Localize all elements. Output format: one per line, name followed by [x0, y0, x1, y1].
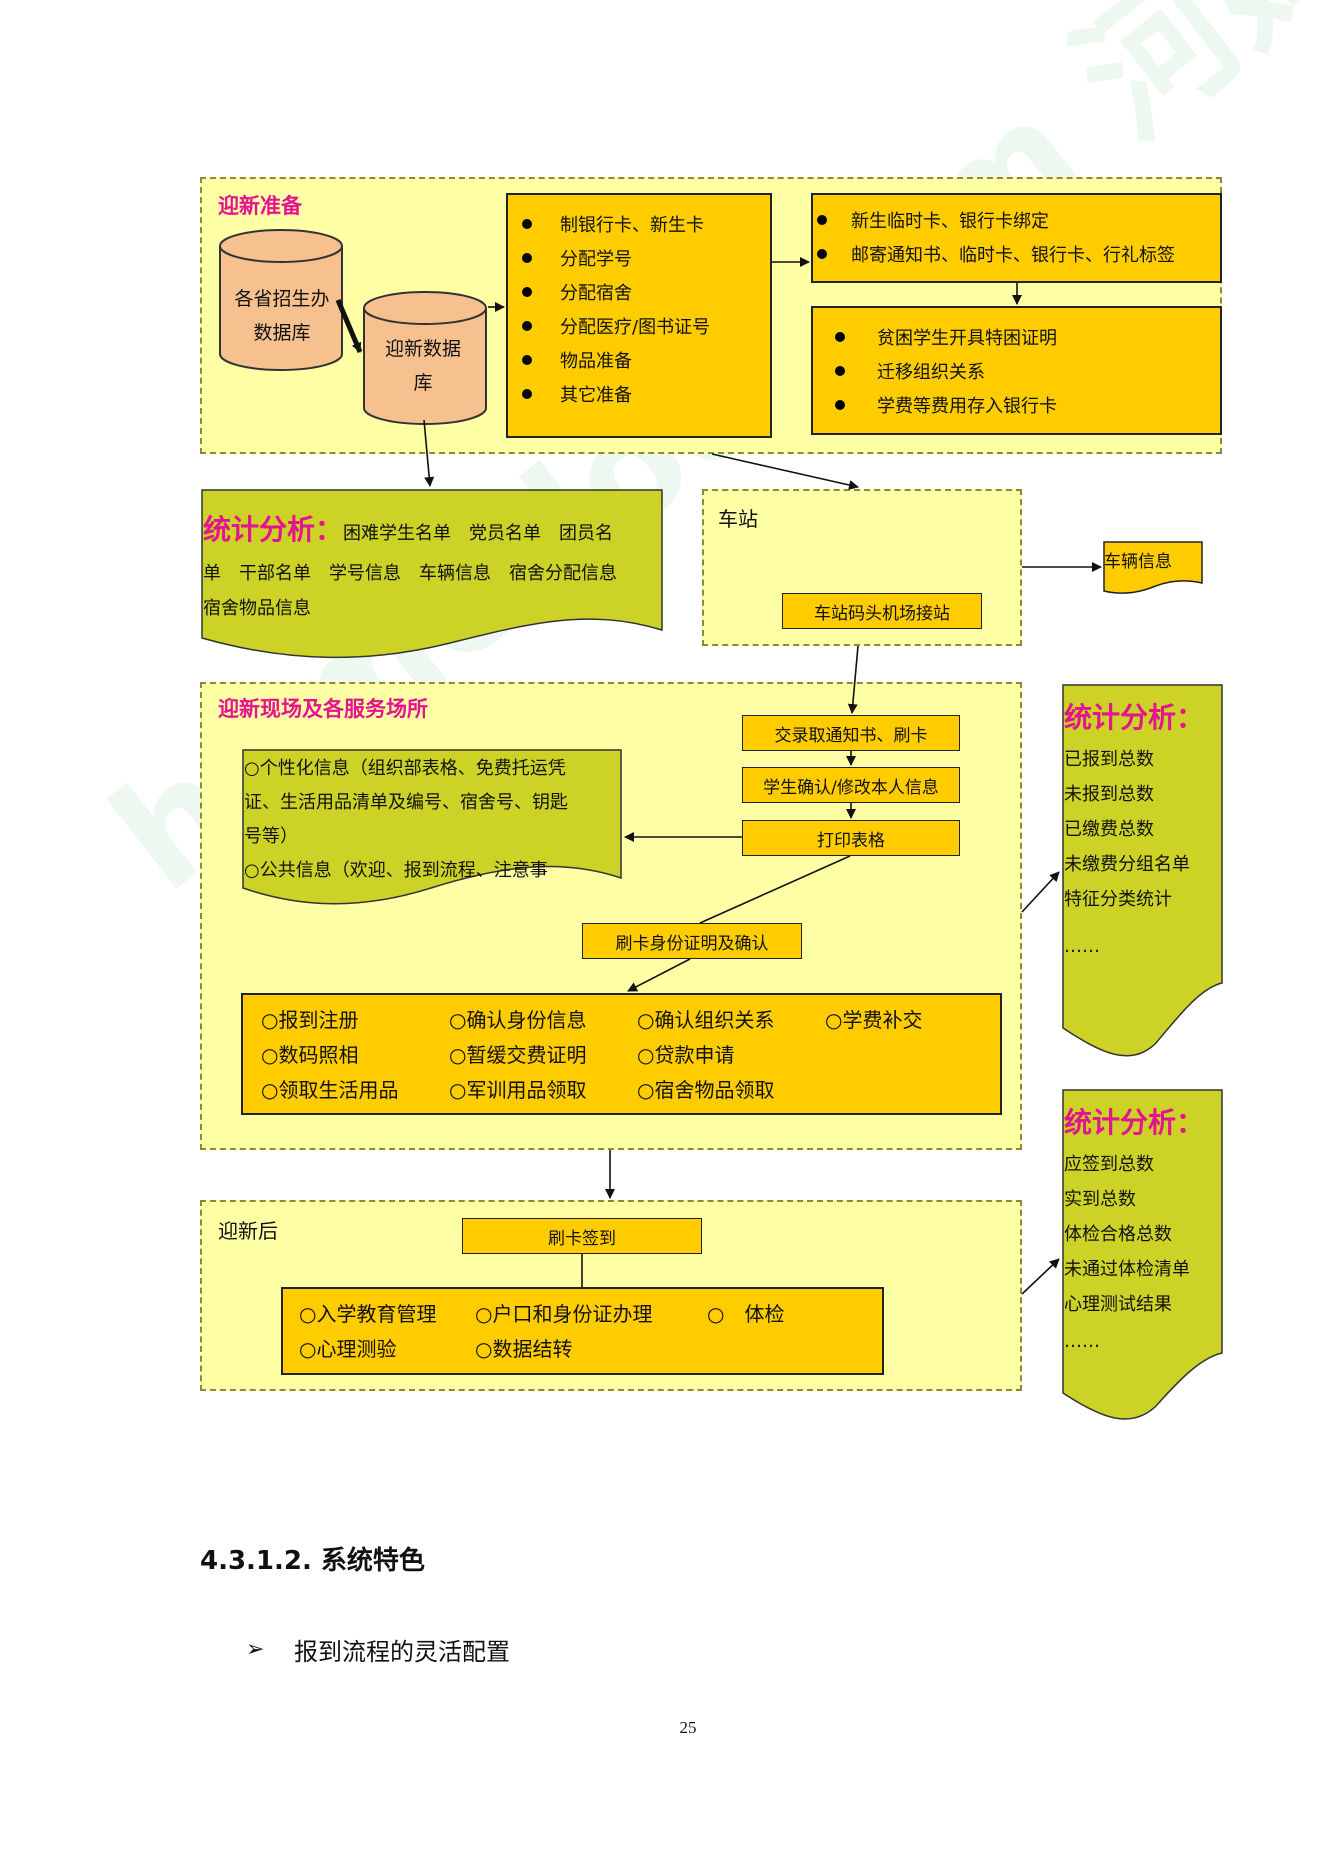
step-confirm-info: 学生确认/修改本人信息 — [742, 767, 960, 803]
prep-docs-box: 贫困学生开具特困证明 迁移组织关系 学费等费用存入银行卡 — [811, 306, 1222, 435]
stats2-item: 未缴费分组名单 — [1064, 854, 1190, 875]
doc-item: 贫困学生开具特困证明 — [813, 320, 1220, 354]
stats3-text: 统计分析： 应签到总数 实到总数 体检合格总数 未通过体检清单 心理测试结果 …… — [1064, 1101, 1204, 1359]
bullet-icon — [522, 355, 532, 365]
stats2-item: 特征分类统计 — [1064, 889, 1172, 910]
stats3-head: 统计分析： — [1064, 1106, 1205, 1139]
task-item: 分配医疗/图书证号 — [508, 309, 770, 343]
after-item — [707, 1332, 857, 1367]
id-confirm-box: 刷卡身份证明及确认 — [582, 923, 802, 959]
after-item: ○入学教育管理 — [299, 1302, 437, 1326]
bullet-icon — [522, 389, 532, 399]
bullet-icon — [522, 287, 532, 297]
doc-item: 迁移组织关系 — [813, 354, 1220, 388]
stats1-shape — [201, 489, 663, 659]
db1-label: 各省招生办数据库 — [234, 288, 330, 344]
section-heading: 4.3.1.2. 系统特色 — [200, 1546, 425, 1576]
checkin-box: 刷卡签到 — [462, 1218, 702, 1254]
stats1-line: 宿舍物品信息 — [203, 598, 311, 619]
task-item: 分配学号 — [508, 241, 770, 275]
stats3-item: 应签到总数 — [1064, 1154, 1154, 1175]
db1-cylinder — [219, 229, 343, 371]
stats1-head: 统计分析： — [203, 513, 344, 546]
step-notice-card: 交录取通知书、刷卡 — [742, 715, 960, 751]
db2-label: 迎新数据库 — [384, 338, 461, 394]
arrow-bullet-icon: ➢ — [246, 1637, 265, 1662]
arrow-onsite-stats2 — [1021, 871, 1060, 913]
info-text: ○个性化信息（组织部表格、免费托运凭 证、生活用品清单及编号、宿舍号、钥匙 号等… — [244, 752, 624, 888]
stats2-head: 统计分析： — [1064, 701, 1205, 734]
service-item — [825, 1038, 975, 1073]
service-item: ○宿舍物品领取 — [637, 1078, 775, 1102]
bullet-icon — [817, 215, 827, 225]
stats3-item: 心理测试结果 — [1064, 1294, 1172, 1315]
service-item: ○确认身份信息 — [449, 1008, 587, 1032]
bullet-icon — [835, 366, 845, 376]
stats2-shape — [1062, 684, 1223, 1057]
task-item: 分配宿舍 — [508, 275, 770, 309]
bullet-icon — [522, 321, 532, 331]
prep-tasks-box: 制银行卡、新生卡 分配学号 分配宿舍 分配医疗/图书证号 物品准备 其它准备 — [506, 193, 772, 438]
service-item: ○暂缓交费证明 — [449, 1043, 587, 1067]
after-item: ○ 体检 — [707, 1302, 785, 1326]
stats2-item: …… — [1064, 936, 1100, 957]
bullet-icon — [522, 219, 532, 229]
step-print-form: 打印表格 — [742, 820, 960, 856]
info-line: ○公共信息（欢迎、报到流程、注意事 — [244, 860, 548, 881]
stats1-line: 单 干部名单 学号信息 车辆信息 宿舍分配信息 — [203, 563, 617, 584]
bullet-icon — [817, 249, 827, 259]
stats3-item: 实到总数 — [1064, 1189, 1136, 1210]
bullet-icon — [522, 253, 532, 263]
stats3-item: …… — [1064, 1331, 1100, 1352]
stats2-item: 未报到总数 — [1064, 784, 1154, 805]
stats2-item: 已缴费总数 — [1064, 819, 1154, 840]
card-item: 邮寄通知书、临时卡、银行卡、行礼标签 — [813, 237, 1220, 271]
prep-title: 迎新准备 — [218, 194, 302, 218]
info-doc-shape — [242, 749, 622, 905]
service-item: ○军训用品领取 — [449, 1078, 587, 1102]
bullet-icon — [835, 332, 845, 342]
arrow-after-stats3 — [1021, 1258, 1060, 1295]
stats3-item: 体检合格总数 — [1064, 1224, 1172, 1245]
vehicle-doc-shape — [1103, 541, 1203, 594]
stats1-text: 统计分析：困难学生名单 党员名单 团员名 单 干部名单 学号信息 车辆信息 宿舍… — [203, 508, 663, 626]
task-item: 物品准备 — [508, 343, 770, 377]
after-item: ○数据结转 — [475, 1337, 573, 1361]
service-item: ○领取生活用品 — [261, 1078, 399, 1102]
page-number: 25 — [679, 1718, 697, 1737]
services-box: ○报到注册 ○确认身份信息 ○确认组织关系 ○学费补交 ○数码照相 ○暂缓交费证… — [241, 993, 1002, 1115]
vehicle-label: 车辆信息 — [1104, 552, 1172, 572]
task-item: 制银行卡、新生卡 — [508, 207, 770, 241]
service-item — [825, 1073, 975, 1108]
info-line: 号等） — [244, 826, 298, 847]
service-item: ○贷款申请 — [637, 1043, 735, 1067]
bullet-item: ➢ 报到流程的灵活配置 — [246, 1632, 510, 1667]
station-title: 车站 — [718, 507, 758, 531]
after-items-box: ○入学教育管理 ○户口和身份证办理 ○ 体检 ○心理测验 ○数据结转 — [281, 1287, 884, 1375]
stats2-item: 已报到总数 — [1064, 749, 1154, 770]
stats3-item: 未通过体检清单 — [1064, 1259, 1190, 1280]
stats1-line: 困难学生名单 党员名单 团员名 — [343, 523, 614, 544]
stats3-shape — [1062, 1089, 1223, 1420]
service-item: ○学费补交 — [825, 1008, 923, 1032]
doc-item: 学费等费用存入银行卡 — [813, 388, 1220, 422]
service-item: ○报到注册 — [261, 1008, 359, 1032]
service-item: ○数码照相 — [261, 1043, 359, 1067]
info-line: ○个性化信息（组织部表格、免费托运凭 — [244, 758, 566, 779]
after-title: 迎新后 — [218, 1219, 278, 1243]
bullet-icon — [835, 400, 845, 410]
prep-cards-box: 新生临时卡、银行卡绑定 邮寄通知书、临时卡、银行卡、行礼标签 — [811, 193, 1222, 283]
after-item: ○心理测验 — [299, 1337, 397, 1361]
service-item: ○确认组织关系 — [637, 1008, 775, 1032]
station-pickup-box: 车站码头机场接站 — [782, 593, 982, 629]
db2-cylinder — [363, 291, 487, 425]
info-line: 证、生活用品清单及编号、宿舍号、钥匙 — [244, 792, 568, 813]
after-item: ○户口和身份证办理 — [475, 1302, 653, 1326]
bullet-text: 报到流程的灵活配置 — [294, 1638, 510, 1666]
task-item: 其它准备 — [508, 377, 770, 411]
stats2-text: 统计分析： 已报到总数 未报到总数 已缴费总数 未缴费分组名单 特征分类统计 …… — [1064, 696, 1204, 964]
card-item: 新生临时卡、银行卡绑定 — [813, 203, 1220, 237]
onsite-title: 迎新现场及各服务场所 — [218, 697, 428, 721]
